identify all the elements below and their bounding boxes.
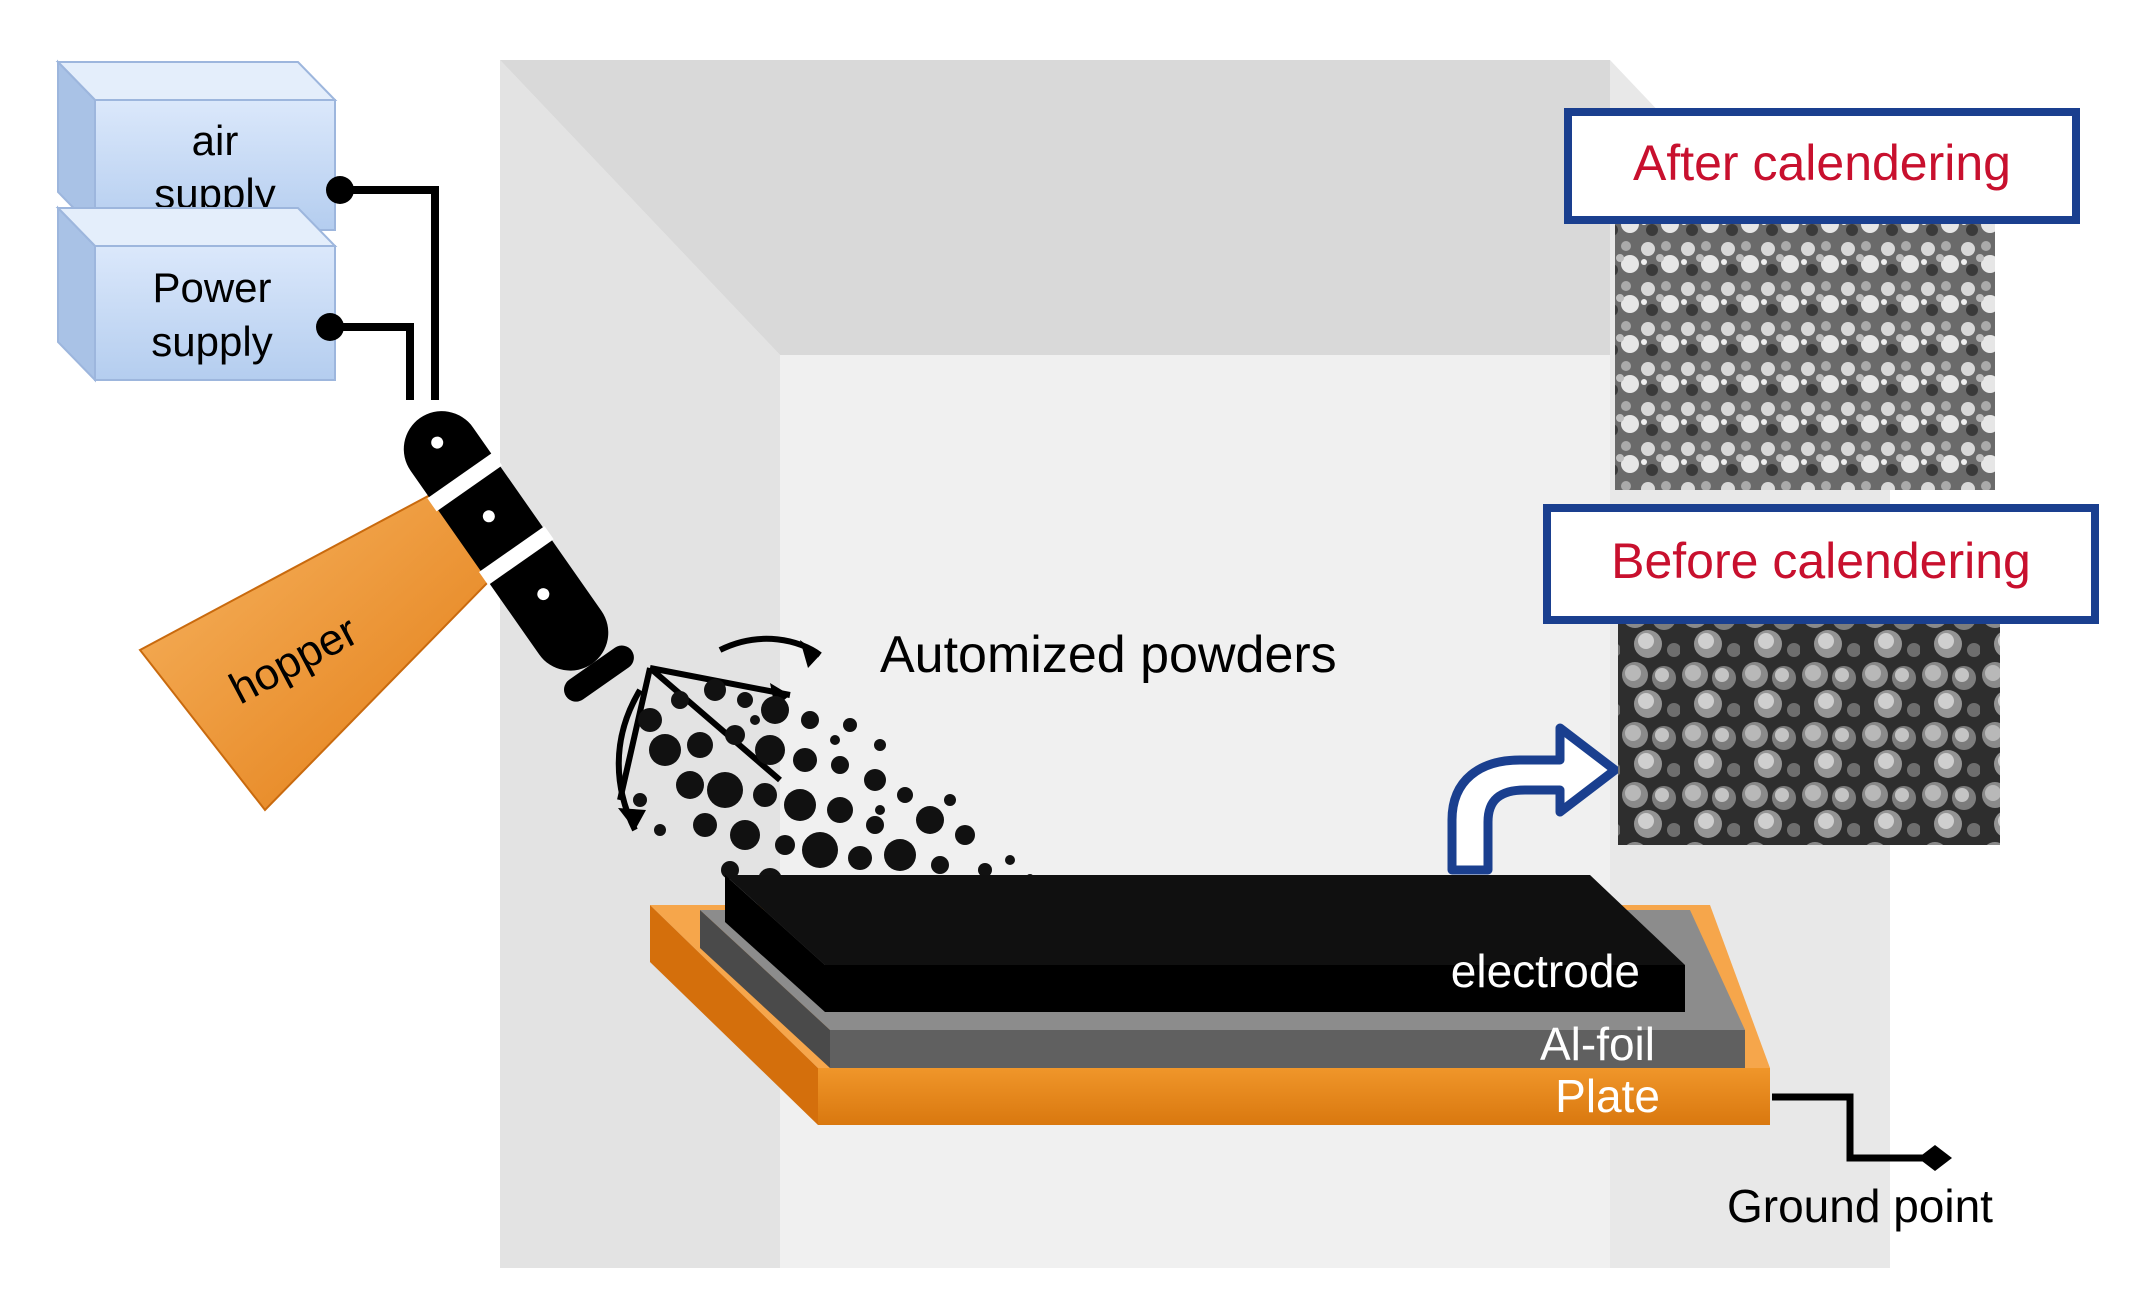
al-foil-front [830, 1030, 1745, 1068]
before-calendering-callout: Before calendering [1543, 504, 2099, 624]
after-calendering-label: After calendering [1633, 135, 2011, 191]
al-foil-label: Al-foil [1540, 1018, 1655, 1070]
sem-image-after-calendering [1615, 222, 1995, 490]
supply-cables [330, 186, 439, 400]
power-supply-label-line2: supply [151, 318, 272, 365]
electrode-stack: Plate Al-foil electrode [650, 875, 1770, 1125]
plate-label: Plate [1555, 1070, 1660, 1122]
power-supply-connector [316, 313, 344, 341]
al-foil-side [700, 910, 830, 1068]
arrow-head [800, 640, 820, 668]
after-calendering-callout: After calendering [1564, 108, 2080, 224]
arrow-head [618, 808, 646, 830]
plate-side [650, 905, 818, 1125]
electrode-label: electrode [1451, 945, 1640, 997]
electrode-top [725, 875, 1685, 965]
electrode-front [825, 965, 1685, 1012]
ground-wire [1772, 1093, 1952, 1171]
curved-arrow-icon [1447, 723, 1620, 875]
air-supply-box: air supply [55, 59, 338, 233]
powders-label: Automized powders [880, 626, 1337, 684]
power-supply-box: Power supply [55, 205, 338, 383]
hopper: hopper [138, 493, 497, 812]
spray-gun-icon [403, 411, 634, 702]
sem-image-before-calendering [1618, 620, 2000, 845]
before-calendering-label: Before calendering [1611, 533, 2031, 589]
plate-front [818, 1068, 1770, 1125]
power-supply-label-line1: Power [152, 264, 271, 311]
electrode-side [725, 875, 825, 1012]
air-supply-label-line1: air [192, 117, 239, 164]
ground-point-label: Ground point [1727, 1180, 1993, 1232]
spray-arrows [615, 635, 822, 832]
air-supply-connector [326, 176, 354, 204]
